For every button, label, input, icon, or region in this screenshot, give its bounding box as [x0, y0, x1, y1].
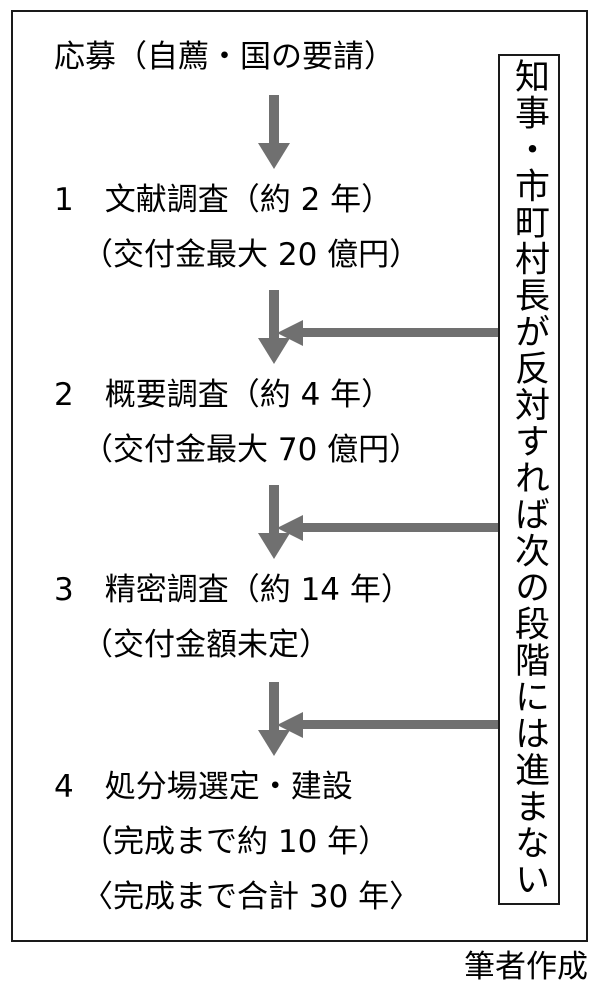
- step-1-detail: （交付金最大 20 億円）: [82, 237, 421, 273]
- arrow-shaft: [269, 485, 279, 533]
- arrow-shaft: [297, 328, 502, 337]
- veto-note-text: 知事・市町村長が反対すれば次の段階には進まない: [509, 58, 549, 898]
- step-2-detail: （交付金最大 70 億円）: [82, 432, 421, 468]
- step-2-heading: 2 概要調査（約 4 年）: [54, 377, 393, 413]
- step-4-detail: （完成まで約 10 年）: [82, 824, 390, 860]
- down-arrow-entry-to-step1: [254, 95, 294, 169]
- arrow-shaft: [269, 95, 279, 143]
- step-4-heading: 4 処分場選定・建設: [54, 769, 353, 805]
- diagram-frame: 応募（自薦・国の要請） 1 文献調査（約 2 年） （交付金最大 20 億円） …: [11, 10, 588, 942]
- step-3-detail: （交付金額未定）: [82, 627, 330, 663]
- left-arrow-veto-to-step3: [277, 515, 502, 541]
- arrow-shaft: [297, 720, 502, 729]
- arrow-shaft: [269, 682, 279, 730]
- arrow-head: [277, 712, 303, 738]
- source-caption: 筆者作成: [464, 949, 588, 985]
- left-arrow-veto-to-step2: [277, 320, 502, 346]
- entry-label: 応募（自薦・国の要請）: [54, 39, 395, 75]
- veto-note-box: 知事・市町村長が反対すれば次の段階には進まない: [498, 54, 560, 905]
- step-4-detail-total: 〈完成まで合計 30 年〉: [82, 879, 421, 915]
- arrow-head: [258, 143, 290, 169]
- arrow-head: [277, 320, 303, 346]
- arrow-head: [277, 515, 303, 541]
- left-arrow-veto-to-step4: [277, 712, 502, 738]
- step-3-heading: 3 精密調査（約 14 年）: [54, 572, 412, 608]
- arrow-shaft: [297, 523, 502, 532]
- arrow-shaft: [269, 290, 279, 338]
- step-1-heading: 1 文献調査（約 2 年）: [54, 182, 393, 218]
